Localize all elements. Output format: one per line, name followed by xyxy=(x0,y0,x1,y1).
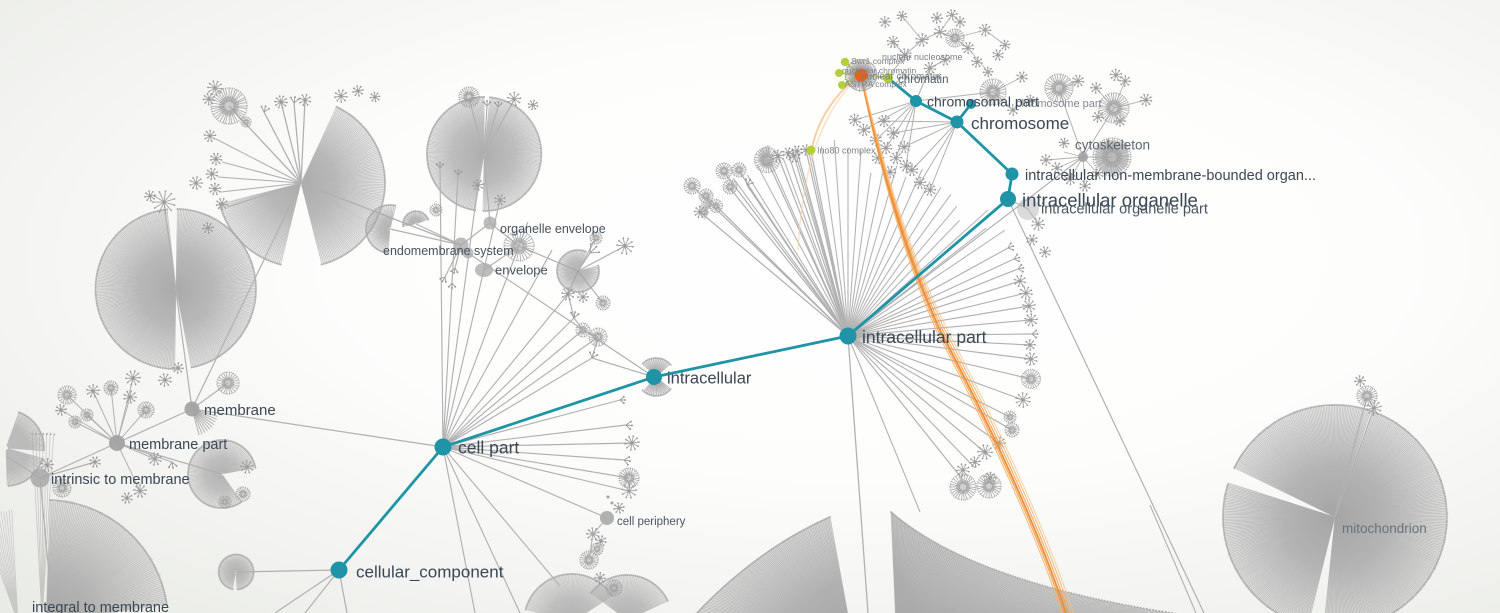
svg-text:intrinsic to membrane: intrinsic to membrane xyxy=(51,472,190,488)
svg-text:Swr1 complex: Swr1 complex xyxy=(851,56,905,66)
svg-text:ASTRA complex: ASTRA complex xyxy=(845,79,908,89)
svg-text:integral to membrane: integral to membrane xyxy=(32,600,169,613)
svg-text:chromatin: chromatin xyxy=(898,74,949,86)
svg-text:endomembrane system: endomembrane system xyxy=(383,244,514,258)
svg-text:membrane part: membrane part xyxy=(129,437,227,453)
svg-text:chromosomal part: chromosomal part xyxy=(927,94,1039,110)
svg-text:intracellular organelle part: intracellular organelle part xyxy=(1041,202,1208,218)
svg-text:nuclear chromatin: nuclear chromatin xyxy=(861,72,940,83)
svg-text:intracellular: intracellular xyxy=(667,370,752,388)
svg-text:intracellular non-membrane-bou: intracellular non-membrane-bounded organ… xyxy=(1025,168,1316,184)
svg-text:chromosome: chromosome xyxy=(971,114,1069,133)
svg-text:intracellular organelle: intracellular organelle xyxy=(1022,190,1198,211)
svg-text:cellular_component: cellular_component xyxy=(356,563,504,582)
svg-text:mitochondrion: mitochondrion xyxy=(1342,521,1427,536)
svg-text:nuclear nucleosome: nuclear nucleosome xyxy=(882,52,963,62)
svg-text:cytoskeleton: cytoskeleton xyxy=(1075,138,1150,153)
svg-text:membrane: membrane xyxy=(204,402,276,419)
svg-text:envelope: envelope xyxy=(495,263,548,278)
svg-text:chromosome part: chromosome part xyxy=(1016,98,1102,110)
svg-text:nucleolar chromatin: nucleolar chromatin xyxy=(842,66,916,76)
svg-text:organelle envelope: organelle envelope xyxy=(500,222,606,236)
svg-text:cell part: cell part xyxy=(458,438,519,458)
svg-text:cell periphery: cell periphery xyxy=(617,516,686,528)
svg-text:intracellular part: intracellular part xyxy=(862,327,987,347)
svg-text:Ino80 complex: Ino80 complex xyxy=(817,146,876,156)
